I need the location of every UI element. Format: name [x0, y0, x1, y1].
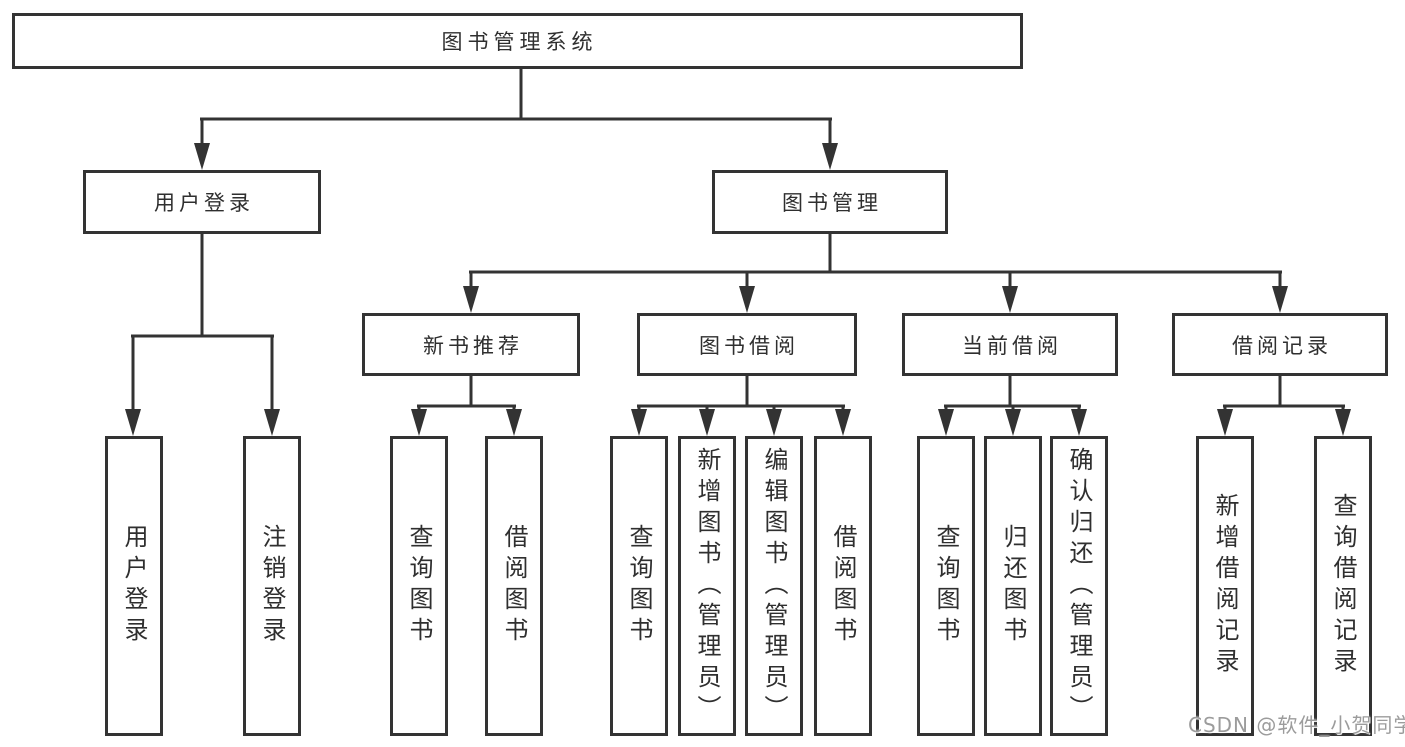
- node-current-borrowing: 当前借阅: [902, 313, 1118, 376]
- leaf-edit-books-admin: 编辑图书（管理员）: [745, 436, 803, 736]
- node-label: 查询图书: [932, 524, 960, 648]
- node-label: 新增借阅记录: [1211, 493, 1239, 679]
- node-label: 用户登录: [120, 524, 148, 648]
- leaf-logout: 注销登录: [243, 436, 301, 736]
- leaf-add-books-admin: 新增图书（管理员）: [678, 436, 736, 736]
- leaf-borrow-books-recommend: 借阅图书: [485, 436, 543, 736]
- node-label: 查询图书: [625, 524, 653, 648]
- node-label: 图书管理: [782, 191, 882, 215]
- node-label: 查询借阅记录: [1329, 493, 1357, 679]
- node-user-login: 用户登录: [83, 170, 321, 234]
- node-label: 新书推荐: [423, 333, 523, 358]
- node-label: 图书管理系统: [441, 30, 598, 54]
- node-book-management: 图书管理: [712, 170, 948, 234]
- node-label: 用户登录: [154, 191, 254, 215]
- leaf-return-books: 归还图书: [984, 436, 1042, 736]
- leaf-query-borrow-record: 查询借阅记录: [1314, 436, 1372, 736]
- node-label: 新增图书（管理员）: [693, 446, 721, 726]
- node-label: 查询图书: [405, 524, 433, 648]
- node-label: 编辑图书（管理员）: [760, 446, 788, 726]
- node-label: 借阅记录: [1232, 333, 1332, 358]
- leaf-borrow-books-borrowing: 借阅图书: [814, 436, 872, 736]
- node-label: 借阅图书: [500, 524, 528, 648]
- node-label: 图书借阅: [699, 333, 799, 358]
- csdn-watermark: CSDN @软件_小贺同学: [1188, 713, 1405, 737]
- node-borrowing-records: 借阅记录: [1172, 313, 1388, 376]
- leaf-query-books-current: 查询图书: [917, 436, 975, 736]
- node-new-book-recommend: 新书推荐: [362, 313, 580, 376]
- leaf-query-books-recommend: 查询图书: [390, 436, 448, 736]
- leaf-user-login: 用户登录: [105, 436, 163, 736]
- node-label: 注销登录: [258, 524, 286, 648]
- node-book-borrowing: 图书借阅: [637, 313, 857, 376]
- node-label: 当前借阅: [962, 333, 1062, 358]
- leaf-confirm-return-admin: 确认归还（管理员）: [1050, 436, 1108, 736]
- leaf-query-books-borrowing: 查询图书: [610, 436, 668, 736]
- node-book-management-system: 图书管理系统: [12, 13, 1023, 69]
- node-label: 借阅图书: [829, 524, 857, 648]
- leaf-add-borrow-record: 新增借阅记录: [1196, 436, 1254, 736]
- node-label: 归还图书: [999, 524, 1027, 648]
- node-label: 确认归还（管理员）: [1065, 446, 1093, 726]
